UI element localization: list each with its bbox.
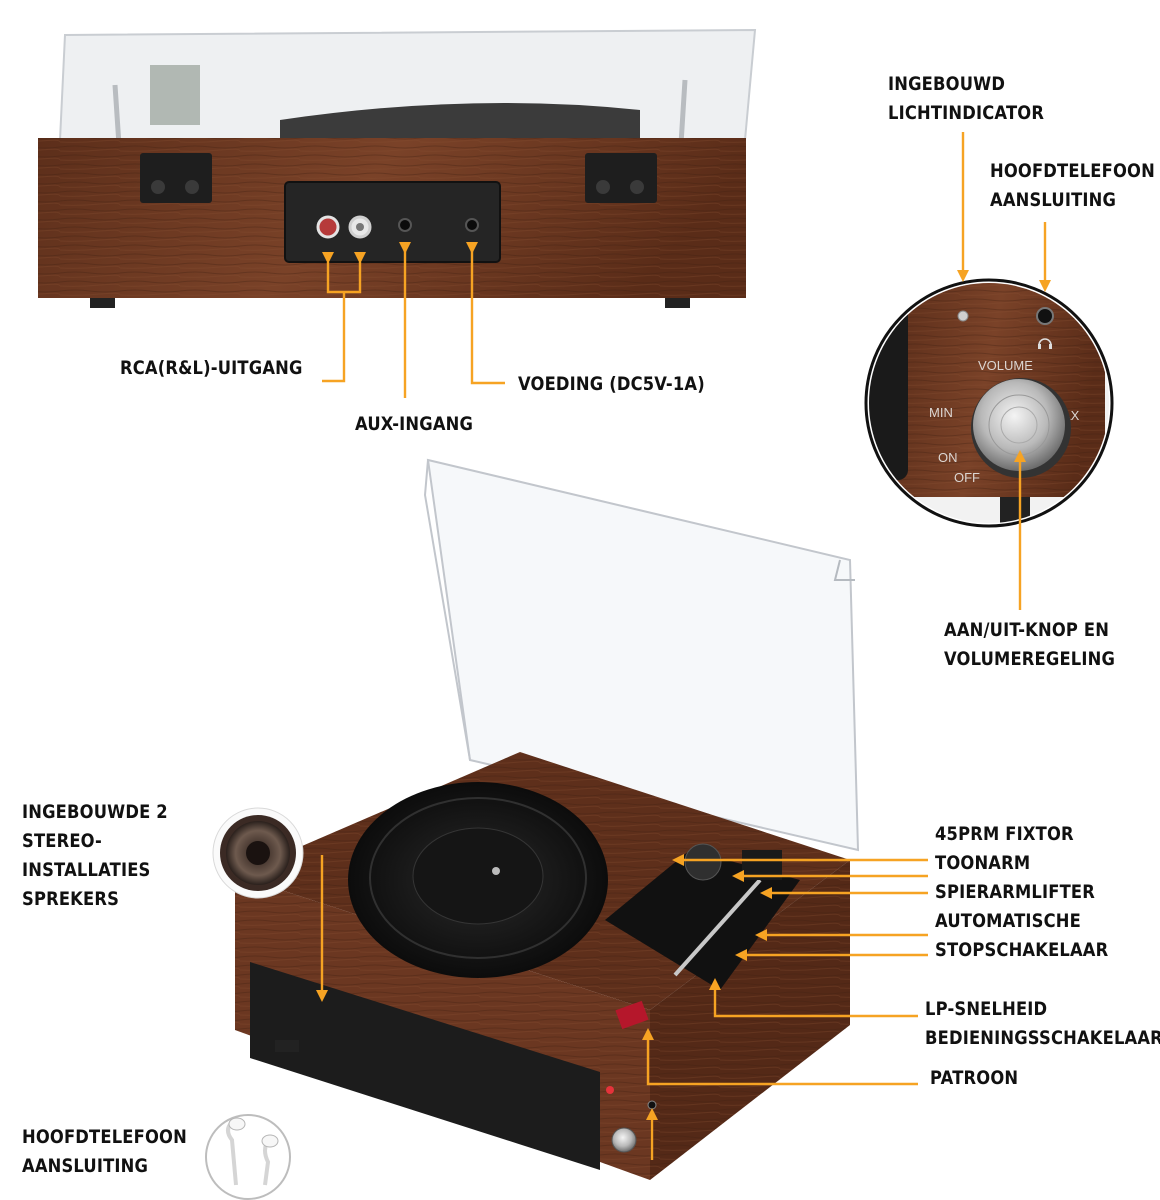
label-cartridge: PATROON (930, 1067, 1019, 1089)
label-speakers: INGEBOUWDE 2 STEREO- INSTALLATIES SPREKE… (22, 801, 168, 910)
front-headphone-jack (647, 1100, 657, 1110)
label-arm-lift: SPIERARMLIFTER (935, 881, 1096, 903)
leaders-top (322, 242, 505, 398)
label-rca-output: RCA(R&L)-UITGANG (120, 357, 303, 379)
label-light-indicator: INGEBOUWD LICHTINDICATOR (888, 73, 1045, 124)
label-adapter-45rpm: 45PRM FIXTOR (935, 823, 1074, 845)
label-power-volume: AAN/UIT-KNOP EN VOLUMEREGELING (944, 619, 1116, 670)
tonearm (673, 878, 762, 977)
label-speed-switch: LP-SNELHEID BEDIENINGSSCHAKELAAR (925, 998, 1160, 1049)
hinge-right (585, 153, 657, 203)
rear-view-turntable (38, 28, 757, 308)
control-zoom-circle: VOLUME MIN AX ON OFF (864, 278, 1114, 528)
turntable-open-view (235, 458, 860, 1180)
volume-knob (971, 378, 1071, 478)
front-knob (611, 1127, 637, 1153)
aux-port (398, 218, 412, 232)
adapter-45rpm (684, 843, 722, 881)
knob-on-text: ON (938, 450, 958, 465)
label-headphone-jack-bottom: HOOFDTELEFOON AANSLUITING (22, 1126, 187, 1177)
label-aux-input: AUX-INGANG (355, 413, 474, 435)
cartridge (615, 1000, 649, 1030)
knob-min-text: MIN (929, 405, 953, 420)
earbuds-icon (205, 1114, 291, 1200)
label-power-supply: VOEDING (DC5V-1A) (518, 373, 705, 395)
knob-volume-text: VOLUME (978, 358, 1033, 373)
front-power-led (606, 1086, 614, 1094)
leaders-bottom (316, 854, 928, 1160)
light-indicator-led (957, 310, 969, 322)
rca-port-red (316, 215, 340, 239)
speaker-grill (250, 962, 600, 1170)
headphone-icon (1038, 338, 1052, 349)
headphone-jack (1036, 307, 1054, 325)
rear-port-panel (284, 181, 501, 263)
leaders-zoom (957, 132, 1051, 610)
label-tonearm: TOONARM (935, 852, 1031, 874)
label-auto-stop: AUTOMATISCHE STOPSCHAKELAAR (935, 910, 1109, 961)
hinge-left (140, 153, 212, 203)
label-headphone-jack-top: HOOFDTELEFOON AANSLUITING (990, 160, 1155, 211)
speaker-icon (212, 807, 304, 899)
dust-cover (426, 458, 860, 852)
knob-off-text: OFF (954, 470, 980, 485)
dc-port (465, 218, 479, 232)
